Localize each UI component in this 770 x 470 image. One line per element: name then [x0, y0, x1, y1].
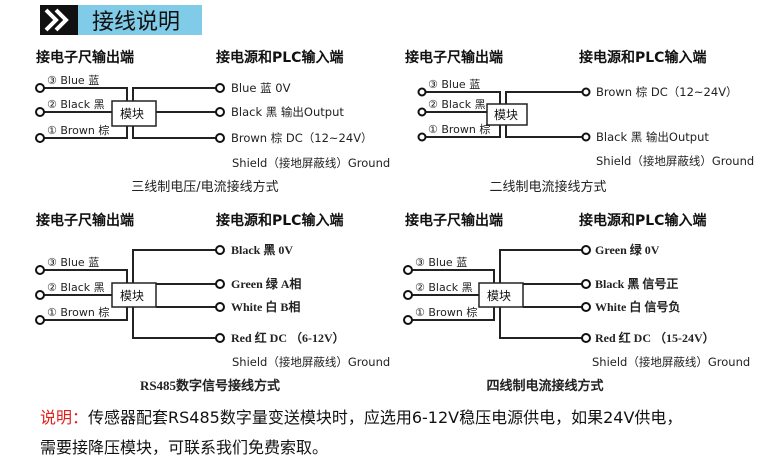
left-wire-label: ② Black 黑 [415, 281, 473, 294]
wires [44, 87, 216, 139]
diagram-caption: RS485数字信号接线方式 [140, 378, 280, 393]
terminal-right [581, 245, 591, 255]
terminal-left-brown [35, 133, 45, 143]
note-text-1: 传感器配套RS485数字量变送模块时，应选用6-12V稳压电源供电，如果24V供… [88, 408, 683, 427]
left-wire-label: ① Brown 棕 [415, 305, 477, 319]
terminal-right [581, 333, 591, 343]
right-header: 接电源和PLC输入端 [579, 212, 706, 229]
right-wire-label: Brown 棕 DC（12~24V） [596, 85, 738, 99]
terminal-right [215, 333, 225, 343]
diagram-caption: 二线制电流接线方式 [489, 179, 606, 195]
diagram-rs485: 接电子尺输出端 接电源和PLC输入端 ③ Blue 蓝 ② Black 黑 ① … [35, 212, 390, 393]
module-label: 模块 [120, 289, 144, 303]
module-box [111, 282, 157, 308]
terminal-right [215, 245, 225, 255]
right-wire-label: Black 黑 0V [231, 243, 293, 257]
right-wire-label: Red 红 DC （6-12V） [231, 330, 345, 345]
note-line-1: 说明：传感器配套RS485数字量变送模块时，应选用6-12V稳压电源供电，如果2… [40, 404, 682, 428]
shield-label: Shield（接地屏蔽线）Ground [232, 355, 390, 369]
left-wire-label: ① Brown 棕 [47, 305, 109, 319]
right-wire-label: Black 黑 信号正 [595, 276, 678, 291]
terminal-left-blue [417, 87, 427, 97]
left-header: 接电子尺输出端 [36, 49, 134, 66]
double-chevron-icon [44, 8, 69, 32]
header-blue-block [78, 5, 202, 35]
section-header: 接线说明 [40, 5, 202, 35]
left-wire-label: ② Black 黑 [428, 98, 486, 111]
left-wire-label: ② Black 黑 [47, 281, 105, 294]
terminal-right [581, 132, 591, 142]
terminal-left-blue [35, 83, 45, 93]
wires [412, 249, 582, 339]
terminal-right [581, 302, 591, 312]
terminal-left-brown [35, 315, 45, 325]
wires [426, 91, 582, 138]
terminal-right [215, 279, 225, 289]
diagram-caption: 三线制电压/电流接线方式 [131, 179, 278, 195]
terminal-right [581, 279, 591, 289]
shield-label: Shield（接地屏蔽线）Ground [596, 154, 754, 168]
left-wire-label: ③ Blue 蓝 [415, 256, 467, 269]
right-wire-label: White 白 信号负 [595, 299, 680, 314]
terminal-left-blue [403, 265, 413, 275]
diagram-two-wire: 接电子尺输出端 接电源和PLC输入端 ③ Blue 蓝 ② Black 黑 ① … [405, 49, 754, 195]
terminal-right [215, 107, 225, 117]
terminal-left-black [35, 107, 45, 117]
diagram-four-wire: 接电子尺输出端 接电源和PLC输入端 ③ Blue 蓝 ② Black 黑 ① … [403, 212, 750, 393]
left-wire-label: ③ Blue 蓝 [47, 256, 99, 269]
module-box [486, 103, 528, 126]
terminal-left-black [417, 107, 427, 117]
right-wire-label: Brown 棕 DC（12~24V） [231, 131, 373, 145]
right-wire-label: White 白 B相 [231, 299, 300, 314]
diagram-caption: 四线制电流接线方式 [486, 378, 603, 393]
note-text-2: 需要接降压模块，可联系我们免费索取。 [40, 438, 329, 457]
left-header: 接电子尺输出端 [405, 49, 503, 66]
terminal-right [215, 83, 225, 93]
left-wire-label: ③ Blue 蓝 [47, 74, 99, 87]
module-label: 模块 [494, 108, 518, 122]
terminal-left-brown [403, 315, 413, 325]
module-box [478, 282, 524, 308]
terminal-right [215, 133, 225, 143]
terminal-left-brown [417, 132, 427, 142]
header-title: 接线说明 [92, 10, 180, 35]
right-wire-label: Black 黑 输出Output [596, 130, 709, 144]
right-wire-label: Blue 蓝 0V [231, 81, 291, 95]
terminal-right [215, 302, 225, 312]
terminal-right [581, 87, 591, 97]
header-black-block [40, 5, 78, 35]
note-label: 说明： [40, 408, 89, 427]
left-wire-label: ① Brown 棕 [428, 122, 490, 136]
shield-label: Shield（接地屏蔽线）Ground [232, 156, 390, 170]
left-header: 接电子尺输出端 [405, 212, 503, 229]
right-wire-label: Black 黑 输出Output [231, 105, 344, 119]
left-wire-label: ① Brown 棕 [47, 123, 109, 137]
shield-label: Shield（接地屏蔽线）Ground [592, 355, 750, 369]
terminal-left-black [403, 290, 413, 300]
terminal-left-blue [35, 265, 45, 275]
right-wire-label: Green 绿 A相 [231, 276, 301, 291]
module-box [111, 100, 157, 127]
module-label: 模块 [487, 289, 511, 303]
right-header: 接电源和PLC输入端 [216, 49, 343, 66]
terminal-left-black [35, 290, 45, 300]
right-header: 接电源和PLC输入端 [579, 49, 706, 66]
right-wire-label: Green 绿 0V [595, 242, 660, 257]
left-wire-label: ③ Blue 蓝 [428, 78, 480, 91]
diagram-three-wire: 接电子尺输出端 接电源和PLC输入端 ③ Blue 蓝 ② Black 黑 ① … [35, 49, 390, 195]
left-wire-label: ② Black 黑 [47, 98, 105, 111]
left-header: 接电子尺输出端 [36, 212, 134, 229]
module-label: 模块 [120, 107, 144, 121]
wires [44, 249, 216, 339]
right-wire-label: Red 红 DC （15-24V） [595, 330, 715, 345]
right-header: 接电源和PLC输入端 [216, 212, 343, 229]
